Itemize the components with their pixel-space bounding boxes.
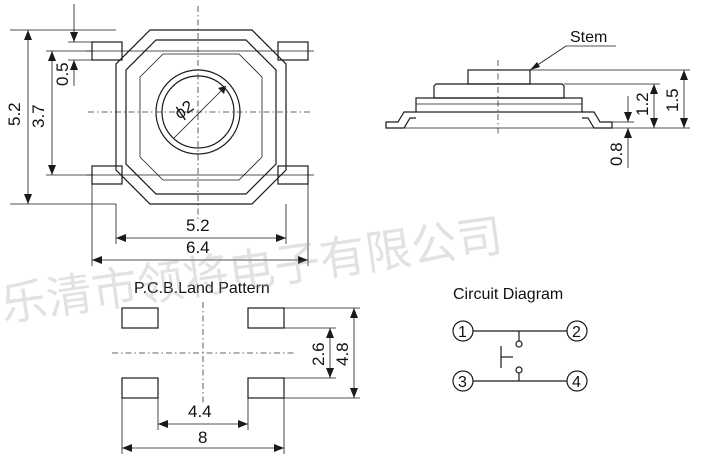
arrow-up [24,30,32,40]
pad-top-left [121,307,159,329]
arrow-left [122,444,132,452]
switch-body-outer [115,29,287,205]
base-body [415,97,583,113]
top-view-pins [86,41,314,185]
dim-inner-span-y: 2.6 [309,342,328,366]
stem-body [467,69,531,85]
pcb-title: P.C.B.Land Pattern [134,280,270,297]
dim-height-inner: 3.7 [29,104,48,128]
arrow-up [70,60,78,70]
arrow-down [326,368,334,378]
arrow-right [276,234,286,242]
dim-height-outer: 5.2 [5,102,24,126]
arrow-up [680,70,688,80]
arrow-down [650,118,658,128]
pin-3-label: 3 [458,374,467,391]
top-view: ϕ2 5.2 3.7 0.5 5.2 6 [5,4,314,266]
switch-body-inner [125,39,277,195]
pin-2-label: 2 [572,324,581,341]
circuit-title: Circuit Diagram [453,286,563,303]
arrow-up [650,84,658,94]
pad-top-right [247,307,285,329]
dim-outer-span-y: 4.8 [333,342,352,366]
arrow-up [350,308,358,318]
switch-contact-bottom [515,366,523,374]
arrow-down [24,194,32,204]
arrow-up [624,128,632,138]
arrow-down [70,32,78,42]
dim-pin-offset: 0.5 [53,62,72,86]
dim-height-stem: 1.5 [663,88,682,112]
arrow-left [92,256,102,264]
pin-4-label: 4 [572,374,581,391]
pin-1-label: 1 [458,324,467,341]
dim-outer-span-x: 8 [198,428,207,447]
arrow-down [680,118,688,128]
stem-label: Stem [570,29,607,46]
dim-inner-span-x: 4.4 [188,402,212,421]
diameter-leader [173,85,227,139]
watermark: 乐清市领将电子有限公司 [0,208,506,332]
arrow-up [48,51,56,61]
arrow-up [326,328,334,338]
dim-pin-thickness: 0.8 [607,142,626,166]
pin-left [385,111,416,129]
arrow-down [48,165,56,175]
dim-height-body: 1.2 [633,92,652,116]
pad-bottom-left [121,377,159,399]
cap-body [433,83,565,99]
arrow-left [158,420,168,428]
pad-bottom-right [247,377,285,399]
dim-width-body: 5.2 [186,216,210,235]
arrow-down [624,112,632,122]
arrow-down [350,388,358,398]
side-view: Stem 1.5 1.2 0.8 [385,29,690,168]
switch-contact-top [515,340,523,348]
arrow-right [274,444,284,452]
diameter-arrow [218,86,226,94]
stem-arrow [530,62,540,70]
pcb-land-pattern: P.C.B.Land Pattern 2.6 4.8 4.4 [112,280,360,454]
arrow-right [238,420,248,428]
pin-right [582,111,613,129]
switch-cap-outline [139,53,263,181]
arrow-left [116,234,126,242]
dim-width-overall: 6.4 [186,238,210,257]
circuit-diagram: Circuit Diagram 1 2 3 4 [452,286,588,392]
arrow-right [298,256,308,264]
